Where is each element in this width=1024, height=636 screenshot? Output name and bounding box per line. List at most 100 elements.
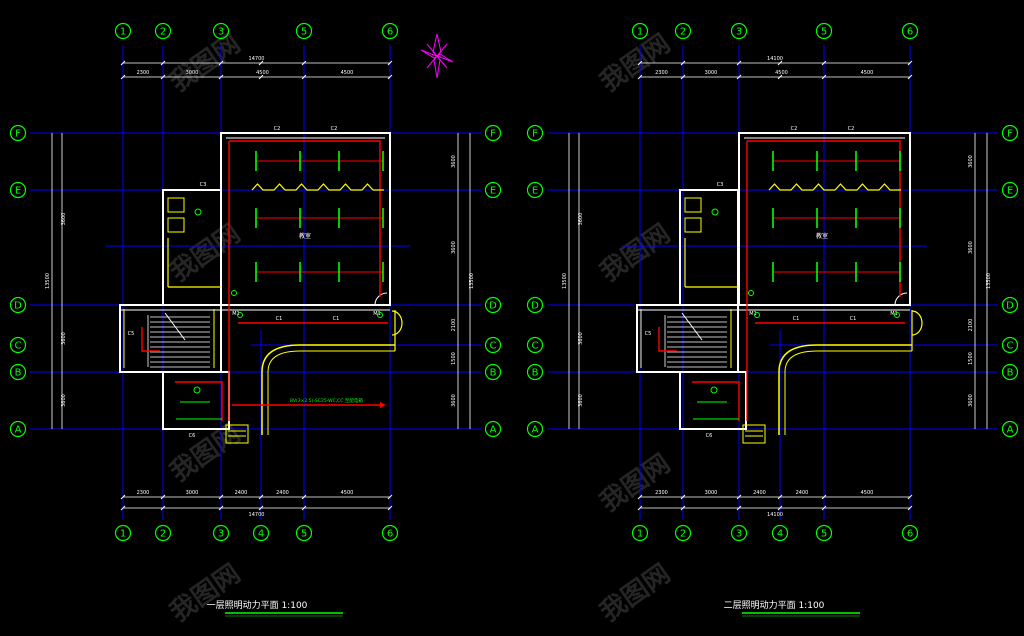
axis-label: 2 [160,529,166,540]
axis-label: 1 [120,27,126,38]
axis-bubble [901,22,919,40]
dim-text-left-total: 13500 [45,273,51,289]
axis-bubble [9,181,27,199]
dim-tick [680,505,686,511]
window-label: C5 [645,331,652,337]
dim-text-top: 3000 [186,70,199,76]
watermark-text: 我图网 [165,29,246,98]
axis-label: B [490,368,497,379]
dim-tick [387,74,393,80]
watermark: 我图网 [165,219,246,288]
lamp-symbol [711,208,719,216]
dim-tick [387,494,393,500]
axis-bubble [484,363,502,381]
door-label: M1 [232,311,240,317]
axis-bubble [252,524,270,542]
window-label: C6 [189,433,196,439]
dim-tick [120,74,126,80]
dim-text-bottom: 4500 [861,490,874,496]
canopy-outer [261,344,395,435]
dim-tick [218,74,224,80]
axis-label: E [15,186,21,197]
dim-tick [907,60,913,66]
door-label: M1 [373,311,381,317]
dim-tick [637,60,643,66]
window-label: C1 [793,316,800,322]
axis-bubble [381,22,399,40]
axis-label: C [532,341,539,352]
dim-text-top: 4500 [256,70,269,76]
dim-tick [301,74,307,80]
axis-bubble [154,22,172,40]
axis-label: F [1007,129,1013,140]
axis-label: B [15,368,22,379]
canopy-inner [267,350,395,435]
dim-tick [120,494,126,500]
axis-label: E [490,186,496,197]
dim-tick [258,60,264,66]
dim-text-bottom: 2300 [137,490,150,496]
dim-text-right: 2100 [968,319,974,332]
window-label: C3 [717,182,724,188]
dim-text-top: 2300 [655,70,668,76]
dim-text-top: 3000 [705,70,718,76]
dim-tick [907,74,913,80]
dim-tick [907,505,913,511]
dim-tick [301,494,307,500]
dim-tick [777,74,783,80]
watermark-text: 我图网 [595,219,676,288]
dim-text-top: 4500 [341,70,354,76]
axis-label: 2 [680,27,686,38]
door-label: M1 [749,311,757,317]
dim-text-right: 2100 [451,319,457,332]
axis-bubble [1001,420,1019,438]
dim-text-bottom: 3000 [186,490,199,496]
dim-text-left-total: 13500 [562,273,568,289]
wiring-lower [175,381,223,421]
door-swing [374,292,388,306]
canopy-inner [784,350,912,435]
axis-label: 1 [637,529,643,540]
dim-text-left: 3600 [578,332,584,345]
canopy-outer [778,344,912,435]
axis-label: 5 [301,27,307,38]
dim-tick [907,494,913,500]
switch-symbol [894,312,900,318]
axis-bubble [484,296,502,314]
axis-label: 3 [736,27,742,38]
door-swing-yellow [391,310,403,336]
axis-bubble [9,124,27,142]
axis-bubble [815,22,833,40]
dim-tick [821,74,827,80]
axis-label: 6 [907,529,913,540]
dim-tick [736,74,742,80]
door-swing [894,292,908,306]
dim-text-right: 1500 [968,352,974,365]
dim-tick [777,494,783,500]
axis-label: 4 [258,529,264,540]
dim-text-right: 3600 [968,155,974,168]
dim-tick [680,74,686,80]
lamp-symbol [194,208,202,216]
wall-lower-room [679,371,747,430]
wiring-perimeter [229,140,381,297]
axis-bubble [484,181,502,199]
dim-tick [777,60,783,66]
stair-arrow [164,312,186,341]
axis-label: C [1007,341,1014,352]
dim-text-top: 4500 [775,70,788,76]
axis-label: A [1007,425,1014,436]
axis-bubble [1001,124,1019,142]
dim-tick [680,60,686,66]
watermark-text: 我图网 [595,559,676,628]
wall-lower-room [162,371,230,430]
dim-tick [301,60,307,66]
axis-label: D [1006,301,1014,312]
axis-label: F [532,129,538,140]
axis-bubble [484,124,502,142]
axis-label: D [14,301,22,312]
watermark: 我图网 [165,559,246,628]
axis-bubble [631,22,649,40]
lamp-symbol [710,386,718,394]
